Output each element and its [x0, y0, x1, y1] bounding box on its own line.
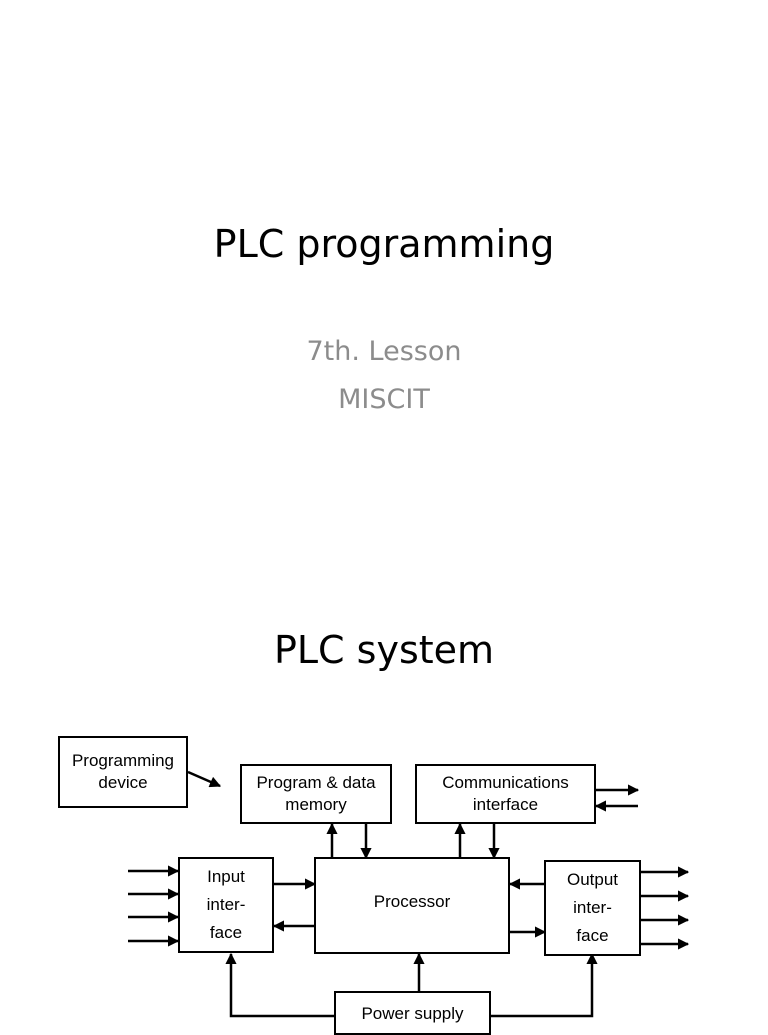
slide-title: PLC programming	[213, 222, 555, 266]
memory-label-1: Program & data	[256, 773, 376, 792]
prog-device-link	[187, 770, 222, 788]
power-to-input-arrow	[225, 952, 335, 1018]
power-supply-box: Power supply	[334, 991, 491, 1035]
input-interface-box: Input inter- face	[178, 857, 274, 953]
memory-box: Program & data memory	[240, 764, 392, 824]
slide-subtitle-org: MISCIT	[338, 384, 430, 415]
comms-label-1: Communications	[442, 773, 569, 792]
comms-label-2: interface	[472, 795, 539, 814]
output-label-2: inter-	[573, 898, 612, 917]
power-supply-label: Power supply	[361, 1004, 464, 1023]
input-label-1: Input	[207, 867, 245, 886]
programming-device-label-1: Programming	[71, 751, 175, 770]
slide-subtitle-lesson: 7th. Lesson	[306, 336, 462, 367]
power-to-output-arrow	[490, 952, 598, 1018]
processor-box: Processor	[314, 857, 510, 954]
output-label-1: Output	[566, 870, 619, 889]
input-label-2: inter-	[206, 895, 246, 914]
output-interface-box: Output inter- face	[544, 860, 641, 956]
communications-interface-box: Communications interface	[415, 764, 596, 824]
programming-device-box: Programming device	[58, 736, 188, 808]
input-label-3: face	[209, 923, 243, 942]
slide-title-plc-system: PLC system	[273, 628, 495, 672]
memory-label-2: memory	[285, 795, 347, 814]
output-label-3: face	[576, 926, 609, 945]
processor-label: Processor	[373, 892, 451, 911]
programming-device-label-2: device	[98, 773, 148, 792]
